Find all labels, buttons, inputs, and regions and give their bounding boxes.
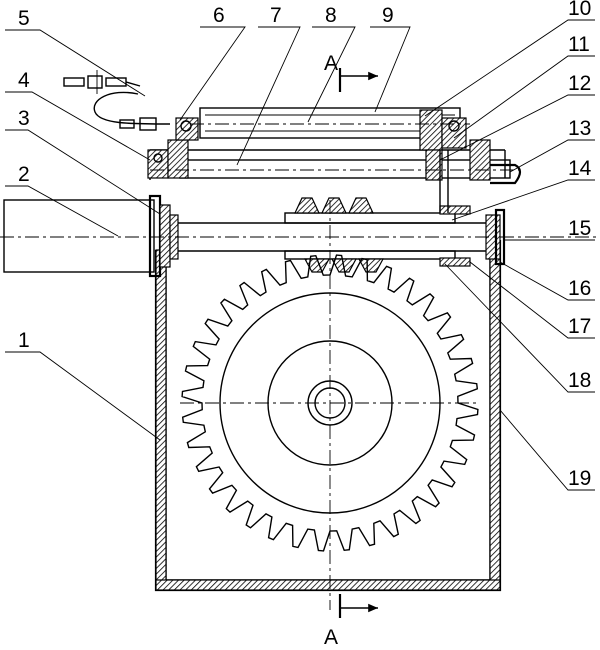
callout-12: 12 [568,72,591,95]
callout-1: 1 [18,329,30,352]
callout-4: 4 [18,69,30,92]
callout-18: 18 [568,369,591,392]
callout-11: 11 [568,33,590,56]
callout-7: 7 [270,4,282,27]
callout-2: 2 [18,163,30,186]
callouts: 5 4 3 2 1 6 7 8 9 10 11 12 13 14 15 16 1… [18,0,592,490]
housing [149,149,506,592]
callout-17: 17 [568,315,591,338]
callout-5: 5 [18,7,30,30]
callout-14: 14 [568,157,592,180]
worm-shaft [169,197,506,273]
motor [3,194,171,278]
callout-10: 10 [568,0,591,20]
upper-rods [147,107,522,213]
callout-6: 6 [213,4,225,27]
leader-lines [5,19,595,491]
callout-8: 8 [325,4,337,27]
callout-19: 19 [568,467,591,490]
section-label-bottom: A [324,626,338,649]
section-marker-bottom: A [324,594,378,649]
section-label-top: A [324,52,338,75]
callout-13: 13 [568,117,591,140]
callout-9: 9 [382,4,394,27]
callout-15: 15 [568,217,591,240]
cable-assembly [63,70,171,131]
section-marker-top: A [324,52,378,92]
center-lines [0,123,600,610]
callout-3: 3 [18,107,30,130]
callout-16: 16 [568,277,591,300]
